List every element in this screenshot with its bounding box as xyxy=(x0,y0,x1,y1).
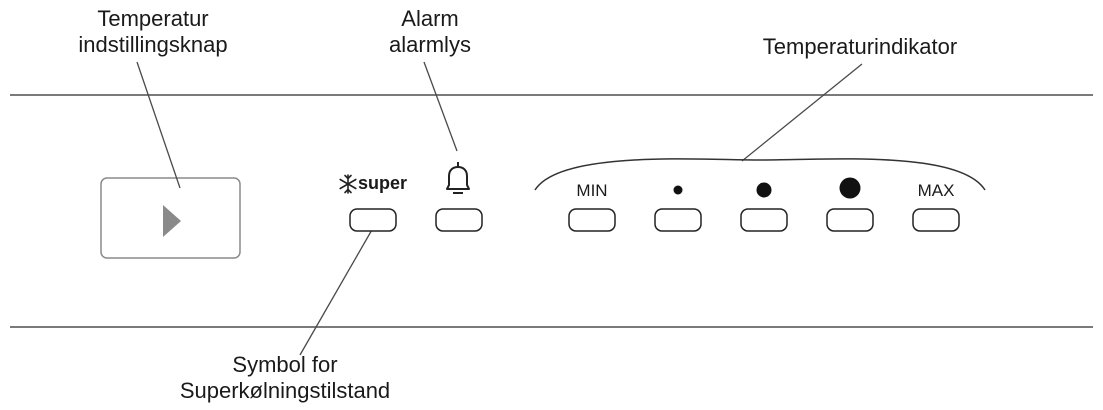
snowflake-icon xyxy=(339,174,357,194)
super-button[interactable] xyxy=(349,208,397,232)
bell-icon xyxy=(446,162,470,194)
callout-super-symbol-line1: Symbol for xyxy=(232,352,338,377)
callout-alarm: Alarm alarmlys xyxy=(360,6,500,58)
super-label: super xyxy=(358,173,408,193)
callout-temp-button: Temperatur indstillingsknap xyxy=(48,6,258,58)
callout-alarm-line1: Alarm xyxy=(401,6,459,31)
level-dot-large xyxy=(839,177,861,199)
leader-super-symbol xyxy=(299,227,374,356)
play-triangle-icon xyxy=(163,205,181,237)
callout-super-symbol-line2: Superkølningstilstand xyxy=(179,378,391,403)
callout-temp-button-line2: indstillingsknap xyxy=(78,32,228,57)
leader-temp-indicator xyxy=(741,63,863,162)
temp-indicator-led-1 xyxy=(568,208,616,232)
temp-indicator-arc xyxy=(534,158,986,191)
level-dot-small xyxy=(673,185,683,195)
temp-indicator-led-3 xyxy=(740,208,788,232)
alarm-button[interactable] xyxy=(435,208,483,232)
callout-temp-button-line1: Temperatur xyxy=(97,6,209,31)
callout-super-symbol: Symbol for Superkølningstilstand xyxy=(155,352,415,404)
temp-indicator-led-2 xyxy=(654,208,702,232)
leader-temp-button xyxy=(136,61,181,189)
temp-indicator-led-4 xyxy=(826,208,874,232)
temp-indicator-led-5 xyxy=(912,208,960,232)
max-label: MAX xyxy=(917,181,955,200)
callout-alarm-line2: alarmlys xyxy=(389,32,471,57)
leader-alarm xyxy=(423,61,458,152)
level-dot-medium xyxy=(756,182,772,198)
callout-temp-indicator: Temperaturindikator xyxy=(762,34,958,59)
min-label: MIN xyxy=(576,181,608,200)
